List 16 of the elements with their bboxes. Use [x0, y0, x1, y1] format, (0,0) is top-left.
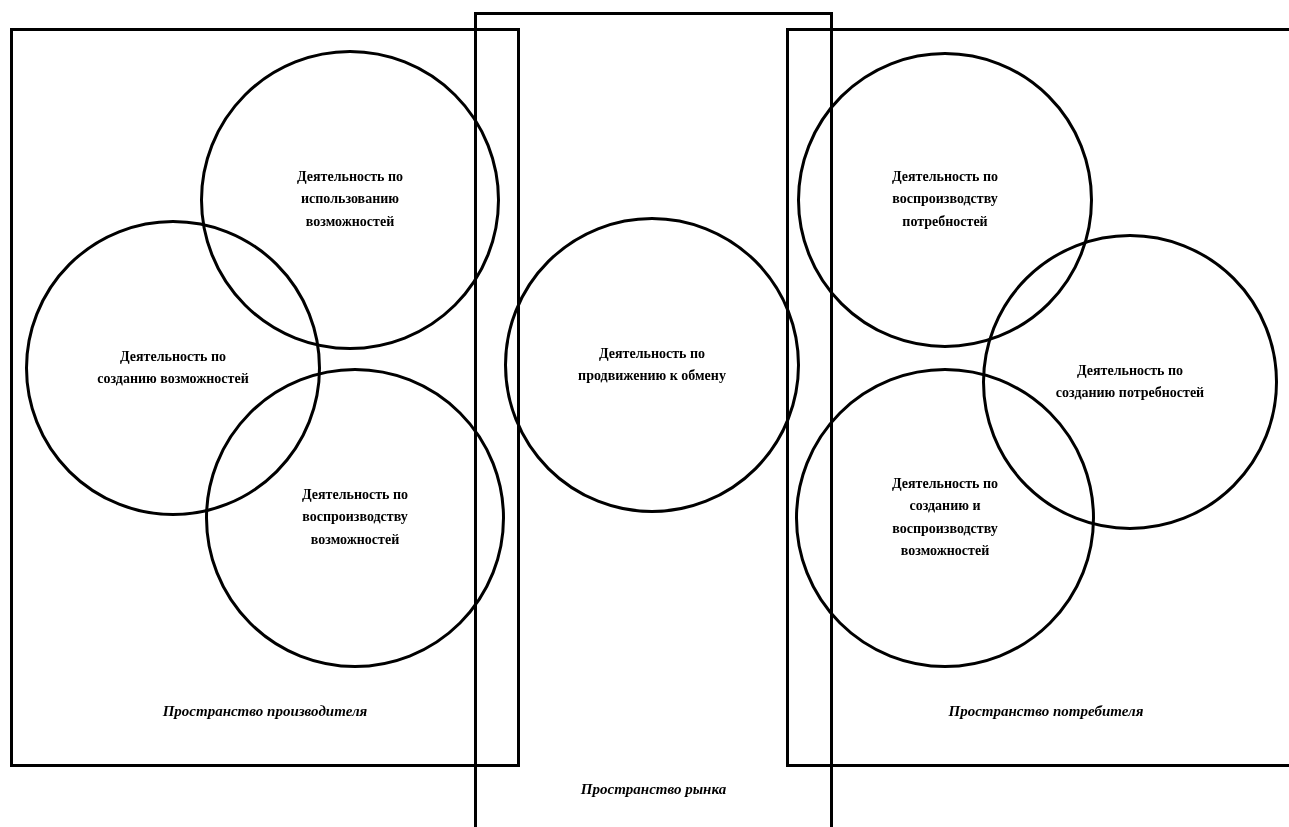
- activity-label: Деятельность по использованию возможностей: [295, 168, 405, 232]
- space-frame: [474, 12, 833, 827]
- space-title: Пространство производителя: [161, 703, 369, 720]
- space-frame: [10, 28, 520, 767]
- activity-label: Деятельность по созданию и воспроизводству возможностей: [890, 475, 1000, 561]
- activity-circle: [200, 50, 500, 350]
- activity-circle: [504, 217, 800, 513]
- space-title: Пространство рынка: [579, 781, 728, 798]
- activity-circle: [797, 52, 1093, 348]
- space-frame: [786, 28, 1289, 767]
- activity-label: Деятельность по созданию потребностей: [1054, 361, 1206, 402]
- activity-label: Деятельность по воспроизводству возможностей: [300, 486, 410, 550]
- activity-label: Деятельность по воспроизводству потребностей: [890, 168, 1000, 232]
- activity-label: Деятельность по созданию возможностей: [96, 347, 250, 388]
- space-title: Пространство потребителя: [947, 703, 1145, 720]
- activity-label: Деятельность по продвижению к обмену: [577, 344, 727, 385]
